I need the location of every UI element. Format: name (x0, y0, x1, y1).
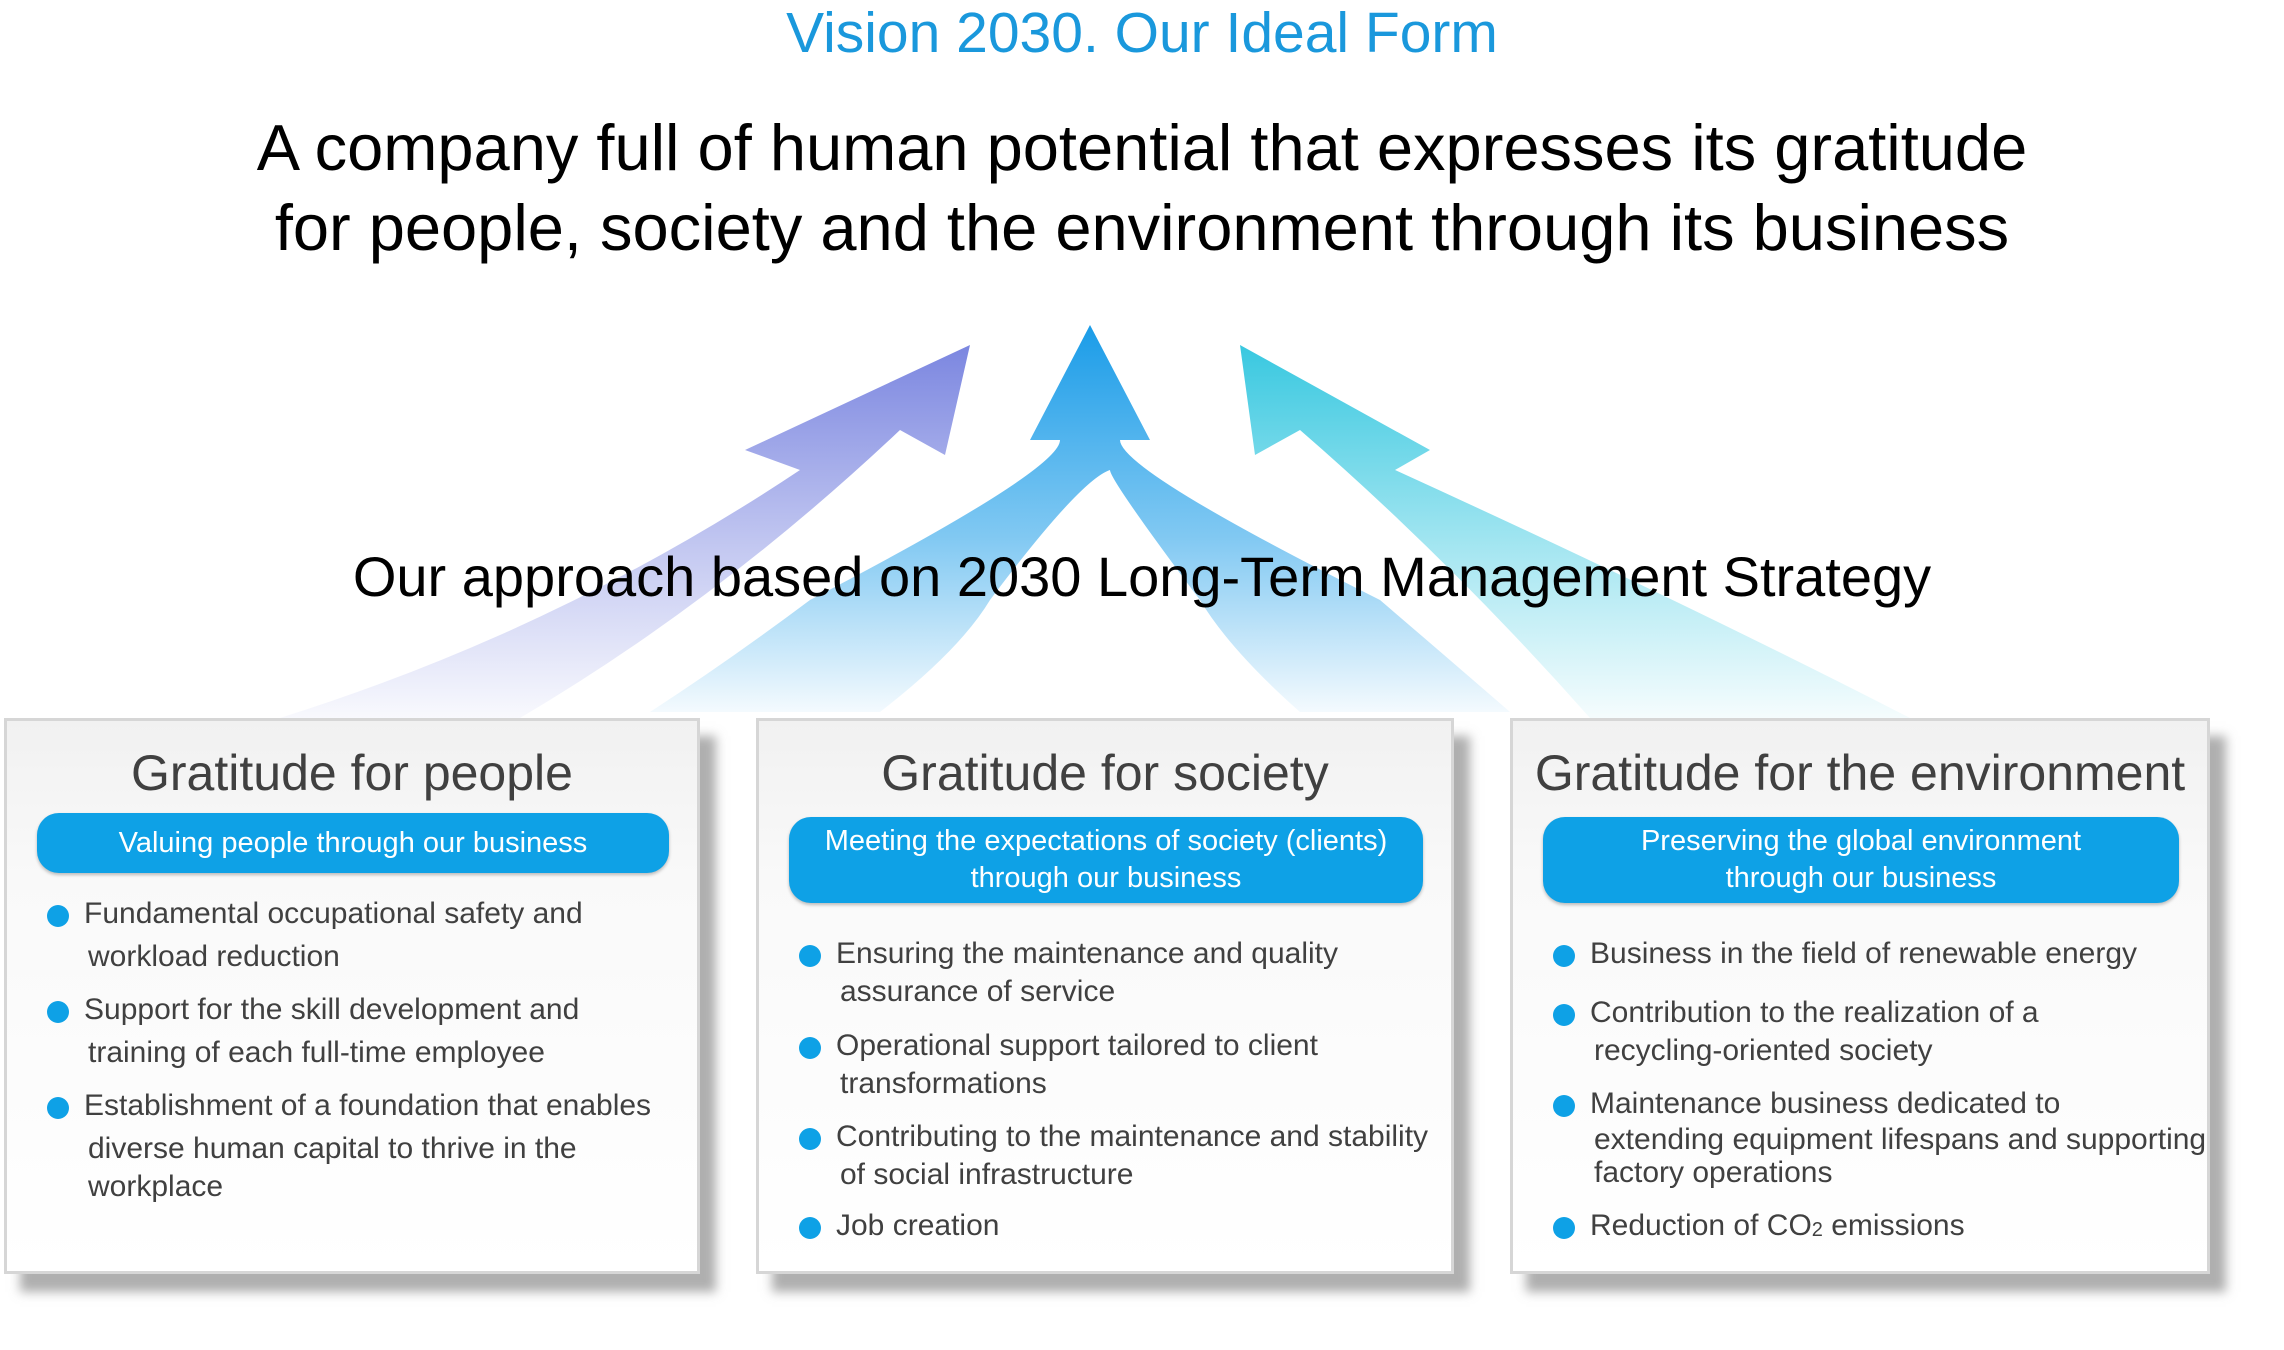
bullet-line: workplace (88, 1170, 224, 1203)
bullet-line: workload reduction (88, 940, 340, 973)
arrow-right-icon (1240, 345, 1910, 718)
bullet-line: Operational support tailored to client (836, 1029, 1318, 1062)
card-title: Gratitude for people (131, 745, 573, 801)
bullet-dot-icon (1553, 945, 1575, 967)
mission-line-2: for people, society and the environment … (274, 191, 2010, 264)
bullet-dot-icon (799, 945, 821, 967)
subtitle-line: through our business (970, 862, 1242, 894)
bullet-dot-icon (799, 1128, 821, 1150)
bullet-line: of social infrastructure (840, 1158, 1134, 1191)
bullet-dot-icon (47, 1097, 69, 1119)
emissions-text: emissions (1822, 1209, 1965, 1242)
bullet-line: extending equipment lifespans and suppor… (1594, 1123, 2207, 1156)
bullet-line: Reduction of CO2 emissions (1590, 1207, 2199, 1248)
bullet-item: Ensuring the maintenance and quality ass… (799, 935, 1443, 1011)
subtitle-line: Valuing people through our business (118, 826, 588, 859)
bullet-item: Support for the skill development and tr… (47, 991, 689, 1072)
card-subtitle-pill: Meeting the expectations of society (cli… (789, 817, 1423, 903)
approach-title: Our approach based on 2030 Long-Term Man… (352, 545, 1932, 608)
bullet-item: Fundamental occupational safety and work… (47, 895, 689, 976)
bullet-dot-icon (799, 1217, 821, 1239)
bullet-line: Support for the skill development and (84, 993, 580, 1026)
card-subtitle-pill: Valuing people through our business (37, 813, 669, 873)
card-title: Gratitude for the environment (1534, 745, 2186, 801)
bullet-line: Maintenance business dedicated to (1590, 1087, 2061, 1120)
bullet-dot-icon (799, 1037, 821, 1059)
co2-subscript: 2 (1811, 1219, 1823, 1241)
card-gratitude-environment: Gratitude for the environment Preserving… (1510, 718, 2210, 1274)
subtitle-line: Preserving the global environment (1640, 825, 2082, 857)
card-gratitude-society: Gratitude for society Meeting the expect… (756, 718, 1454, 1274)
vision-title: Vision 2030. Our Ideal Form (786, 1, 1498, 65)
bullet-line: Job creation (836, 1209, 1000, 1242)
card-gratitude-people: Gratitude for people Valuing people thro… (4, 718, 700, 1274)
bullet-dot-icon (47, 1001, 69, 1023)
bullet-line: Ensuring the maintenance and quality (836, 937, 1339, 970)
bullet-line: transformations (840, 1067, 1047, 1100)
arrow-left-icon (280, 345, 970, 718)
bullet-line: Business in the field of renewable energ… (1590, 937, 2138, 970)
subtitle-line: Meeting the expectations of society (cli… (824, 825, 1388, 857)
bullet-line: Fundamental occupational safety and (84, 897, 583, 930)
bullet-dot-icon (1553, 1004, 1575, 1026)
card-title: Gratitude for society (881, 745, 1329, 801)
bullet-line: training of each full-time employee (88, 1036, 545, 1069)
bullet-item: Contribution to the realization of a rec… (1553, 994, 2199, 1070)
bullet-line: Contribution to the realization of a (1590, 996, 2039, 1029)
bullet-line: assurance of service (840, 975, 1116, 1008)
bullet-item: Job creation (799, 1207, 1443, 1245)
mission-statement: A company full of human potential that e… (150, 108, 2134, 268)
bullet-dot-icon (1553, 1217, 1575, 1239)
bullet-item: Reduction of CO2 emissions (1553, 1207, 2199, 1248)
bullet-item: Establishment of a foundation that enabl… (47, 1087, 689, 1206)
bullet-item: Operational support tailored to client t… (799, 1027, 1443, 1103)
bullet-dot-icon (1553, 1095, 1575, 1117)
bullet-item: Contributing to the maintenance and stab… (799, 1118, 1443, 1194)
bullet-line: factory operations (1594, 1156, 1833, 1189)
bullet-dot-icon (47, 905, 69, 927)
subtitle-line: through our business (1725, 862, 1997, 894)
card-subtitle-pill: Preserving the global environment throug… (1543, 817, 2179, 903)
bullet-item: Business in the field of renewable energ… (1553, 935, 2199, 973)
bullet-line: Contributing to the maintenance and stab… (836, 1120, 1429, 1153)
arrow-center-icon (650, 325, 1510, 712)
mission-line-1: A company full of human potential that e… (256, 111, 2028, 184)
bullet-item: Maintenance business dedicated to extend… (1553, 1085, 2207, 1189)
bullet-line: diverse human capital to thrive in the (88, 1132, 577, 1165)
bullet-line: recycling-oriented society (1594, 1034, 1933, 1067)
bullet-line: Establishment of a foundation that enabl… (84, 1089, 652, 1122)
co2-text: Reduction of CO (1590, 1209, 1812, 1242)
